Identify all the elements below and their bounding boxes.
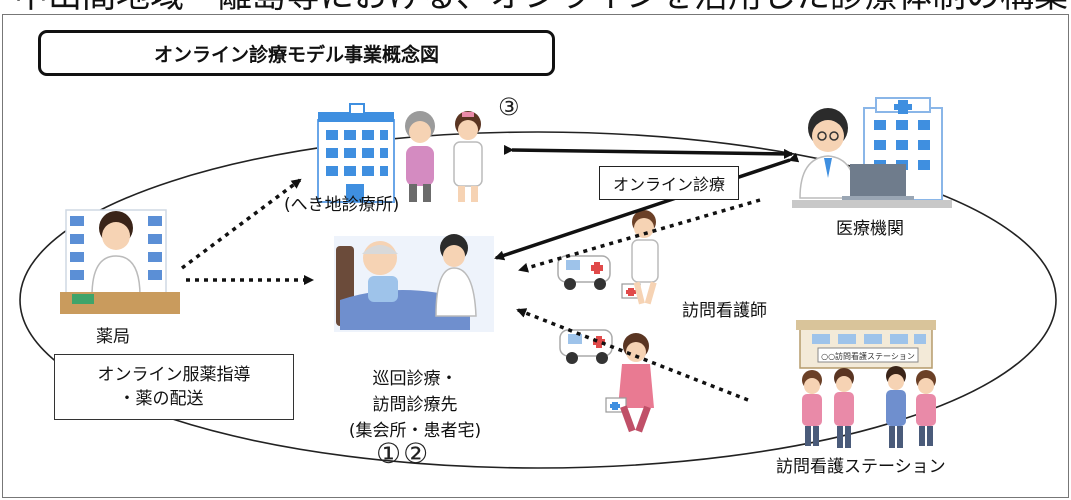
clinic-building-icon bbox=[317, 103, 395, 203]
destination-label: 巡回診療・ 訪問診療先 (集会所・患者宅) bbox=[330, 366, 500, 444]
pharmacy-service-line1: オンライン服薬指導 bbox=[97, 365, 251, 385]
hospital-doctor-icon bbox=[799, 108, 857, 199]
station-staff-group-icon bbox=[802, 366, 936, 448]
area-ellipse bbox=[19, 131, 1057, 469]
dotted-arrow-pharmacy-clinic bbox=[180, 178, 302, 270]
destination-line2: 訪問診療先 bbox=[372, 395, 458, 415]
destination-line3: (集会所・患者宅) bbox=[348, 421, 482, 441]
doctor-desk bbox=[792, 200, 952, 208]
visiting-car-top-icon bbox=[557, 255, 611, 290]
arrow-hospital-patient bbox=[494, 152, 800, 261]
nursing-station-building-icon bbox=[796, 320, 936, 369]
online-consultation-box: オンライン診療 bbox=[599, 166, 739, 200]
station-label: 訪問看護ステーション bbox=[776, 457, 946, 477]
clinic-nurse-icon bbox=[453, 111, 483, 202]
running-nurse-icon bbox=[605, 333, 654, 433]
figure-frame bbox=[2, 14, 1069, 498]
badge-three: ③ bbox=[498, 93, 520, 121]
top-heading-strip: 中山間地域・離島等における、オンラインを活用した診療体制の構築 bbox=[0, 0, 1071, 14]
patient-bed-scene-icon bbox=[334, 234, 494, 332]
arrow-clinic-hospital bbox=[503, 144, 794, 159]
visiting-nurse-label: 訪問看護師 bbox=[682, 301, 767, 321]
pharmacy-label: 薬局 bbox=[96, 327, 130, 347]
laptop-icon bbox=[842, 164, 914, 201]
hospital-label: 医療機関 bbox=[836, 219, 904, 239]
visiting-nurse-icon bbox=[621, 210, 659, 305]
pharmacist-icon bbox=[60, 209, 180, 314]
station-sign-text: ○○訪問看護ステーション bbox=[821, 351, 915, 361]
clinic-label: (へき地診療所) bbox=[284, 195, 400, 215]
pharmacy-service-line2: ・薬の配送 bbox=[118, 389, 204, 409]
diagram-title-box: オンライン診療モデル事業概念図 bbox=[38, 30, 555, 76]
top-heading: 中山間地域・離島等における、オンラインを活用した診療体制の構築 bbox=[14, 0, 1068, 14]
elderly-woman-icon bbox=[405, 111, 435, 202]
online-consultation-label: オンライン診療 bbox=[612, 175, 725, 194]
dotted-arrow-hospital-patient bbox=[518, 198, 761, 273]
pharmacy-service-box: オンライン服薬指導 ・薬の配送 bbox=[54, 354, 294, 420]
diagram-title: オンライン診療モデル事業概念図 bbox=[153, 43, 439, 66]
badge-one-two: ①② bbox=[376, 437, 431, 470]
destination-line1: 巡回診療・ bbox=[372, 369, 458, 389]
